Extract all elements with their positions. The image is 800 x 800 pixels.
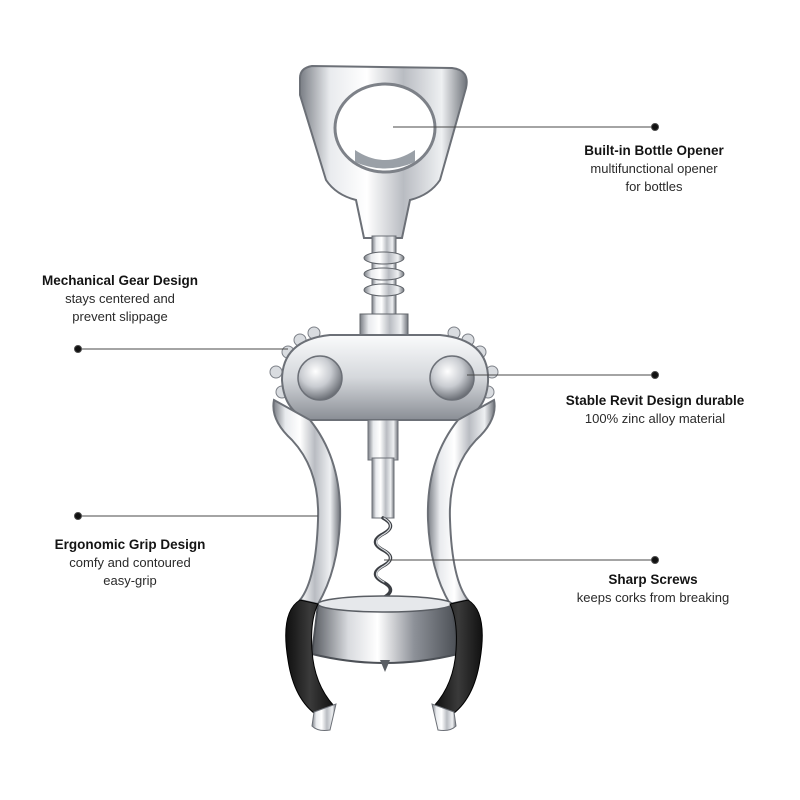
- center-shaft: [359, 235, 409, 337]
- callout-description: multifunctional opener for bottles: [590, 161, 718, 194]
- callout-title: Mechanical Gear Design: [41, 273, 199, 288]
- callout-title: Ergonomic Grip Design: [54, 537, 206, 552]
- callout-screws: Sharp Screws keeps corks from breaking: [548, 570, 758, 607]
- ergonomic-grips: [285, 599, 483, 731]
- frame-arms: [272, 398, 496, 606]
- bottle-opener-handle: [299, 64, 468, 239]
- callout-rivet: Stable Revit Design durable 100% zinc al…: [540, 391, 770, 428]
- screw-sleeve: [367, 419, 399, 519]
- callout-gear: Mechanical Gear Design stays centered an…: [30, 271, 210, 326]
- callout-description: comfy and contoured easy-grip: [69, 555, 191, 588]
- bottle-cup: [310, 595, 460, 672]
- callout-description: stays centered and prevent slippage: [65, 291, 175, 324]
- callout-description: 100% zinc alloy material: [584, 411, 726, 426]
- callout-title: Built-in Bottle Opener: [584, 143, 724, 158]
- callout-title: Stable Revit Design durable: [565, 393, 745, 408]
- rivet-left: [297, 355, 343, 401]
- leader-lines: [74, 123, 659, 564]
- rivet-right: [429, 355, 475, 401]
- callout-description: keeps corks from breaking: [576, 590, 730, 605]
- callout-title: Sharp Screws: [608, 572, 698, 587]
- callout-grip: Ergonomic Grip Design comfy and contoure…: [40, 535, 220, 590]
- callout-bottle-opener: Built-in Bottle Opener multifunctional o…: [548, 141, 760, 196]
